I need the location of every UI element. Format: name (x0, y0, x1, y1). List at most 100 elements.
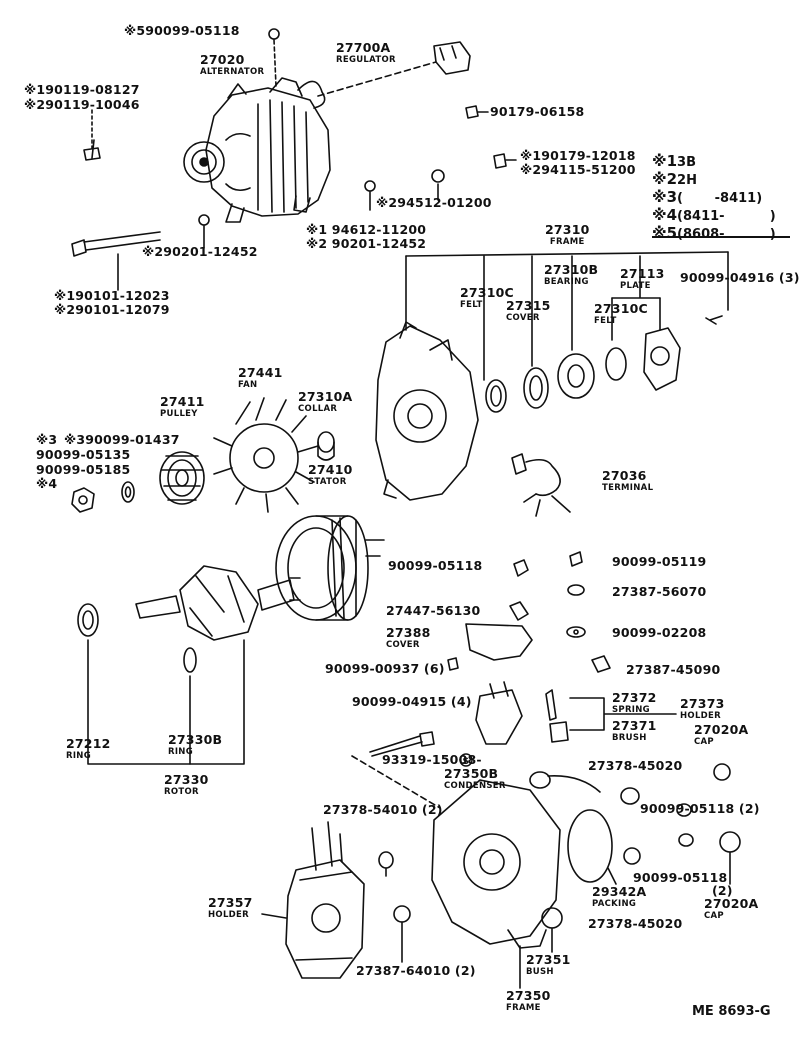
part-label-n27447: 27447-56130 (386, 603, 481, 618)
rotor-illustration (135, 565, 301, 641)
part-number: 27371 (612, 718, 657, 733)
legend-row: ※4(8411- ) (652, 206, 776, 224)
part-number: 90099-00937 (6) (325, 661, 445, 676)
part-number: 27700A (336, 40, 391, 55)
part-label-n27378_54010: 27378-54010 (2) (323, 802, 443, 817)
legend-row: ※13B (652, 152, 696, 170)
part-label-n90099_05118a: 90099-05118 (388, 558, 483, 573)
part-number: 27330B (168, 732, 223, 747)
legend-text: (8411- ) (677, 209, 776, 224)
part-label-n190179: ※190179-12018 (520, 149, 636, 163)
part-label-n90099_05118b: 90099-05118 (2) (640, 802, 760, 816)
bolt-illustration (71, 109, 210, 291)
part-label-n90179a: 90179-06158 (490, 104, 585, 119)
part-description: FELT (460, 299, 483, 310)
part-label-n90099_05135: 90099-05135 (36, 447, 131, 462)
part-number: ※3 (36, 432, 58, 447)
part-number: 27357 (208, 895, 253, 910)
part-label-n27387_64010: 27387-64010 (2) (356, 964, 476, 978)
part-number: 27378-54010 (2) (323, 802, 443, 817)
part-label-n290201: ※290201-12452 (142, 244, 258, 259)
part-description: COVER (506, 312, 540, 323)
part-number: 90179-06158 (490, 104, 585, 119)
part-number: 27350B (444, 766, 499, 781)
part-number: 90099-05185 (36, 462, 131, 477)
part-number: 27441 (238, 365, 283, 380)
part-number: 27212 (66, 736, 111, 751)
part-number: 93319-15008- (382, 752, 482, 767)
legend-text: (8608- ) (677, 227, 776, 242)
legend-mark: ※3 (652, 188, 678, 206)
part-number: 27387-56070 (612, 584, 707, 599)
part-label-n90099_00937: 90099-00937 (6) (325, 661, 445, 676)
regulator-illustration (317, 41, 471, 97)
brush-holder-illustration (475, 681, 677, 745)
part-number: 27113 (620, 266, 665, 281)
part-label-n290119: ※290119-10046 (24, 98, 140, 112)
part-description: BUSH (526, 966, 554, 977)
legend-row: ※22H (652, 170, 697, 188)
cover-illustration (465, 623, 533, 661)
part-number: 27020 (200, 52, 245, 67)
part-number: 90099-04915 (4) (352, 694, 472, 709)
alternator-illustration (183, 28, 331, 223)
terminal-illustration (511, 453, 571, 517)
part-description: SPRING (612, 704, 650, 715)
part-number: 27315 (506, 298, 551, 313)
part-description: FELT (594, 315, 617, 326)
part-label-n27378_45020b: 27378-45020 (588, 916, 683, 931)
part-number: 27310C (594, 301, 648, 316)
part-label-n390099: ※390099-01437 (64, 433, 180, 447)
part-description: ALTERNATOR (200, 66, 265, 77)
part-number: 27387-45090 (626, 662, 721, 677)
legend-mark: ※1 (652, 152, 678, 170)
part-label-n3a: ※3 (36, 432, 58, 447)
part-description: FRAME (549, 236, 585, 247)
part-number: 27378-45020 (588, 916, 683, 931)
legend-text: 3B (677, 155, 696, 170)
part-description: TERMINAL (602, 482, 654, 493)
reference-code: ME 8693-G (692, 1004, 771, 1019)
part-label-n190101: ※190101-12023 (54, 289, 170, 303)
part-description: FAN (238, 379, 258, 390)
part-label-n27387_56070: 27387-56070 (612, 584, 707, 599)
part-number: 27388 (386, 625, 431, 640)
part-description: PLATE (620, 280, 651, 291)
part-number: 90099-05118 (633, 870, 728, 885)
part-number: 90099-05119 (612, 554, 707, 569)
part-number: 27350 (506, 988, 551, 1003)
part-number: 90099-05135 (36, 447, 131, 462)
part-number: ※290201-12452 (142, 244, 258, 259)
part-label-n90099_05118c: 90099-05118 (633, 870, 728, 885)
part-label-n90099_05185: 90099-05185 (36, 462, 131, 477)
part-number: 27447-56130 (386, 603, 481, 618)
part-label-n27387_45090: 27387-45090 (626, 662, 721, 677)
part-description: HOLDER (680, 710, 721, 721)
part-label-n94612: ※1 94612-11200 (306, 223, 426, 237)
part-description: CAP (694, 736, 714, 747)
part-description: COLLAR (298, 403, 338, 414)
part-number: 27310A (298, 389, 353, 404)
part-number: ※294115-51200 (520, 162, 636, 177)
part-label-n90099_05118c2: (2) (712, 884, 733, 898)
part-number: 90099-05118 (388, 558, 483, 573)
part-number: 90099-02208 (612, 625, 707, 640)
part-number: ※190119-08127 (24, 82, 140, 97)
frame-bracket (405, 251, 729, 381)
small-hardware (364, 105, 517, 211)
part-number: 27378-45020 (588, 758, 683, 773)
part-number: 27372 (612, 690, 657, 705)
part-label-n294115: ※294115-51200 (520, 162, 636, 177)
part-number: 27310 (545, 222, 590, 237)
